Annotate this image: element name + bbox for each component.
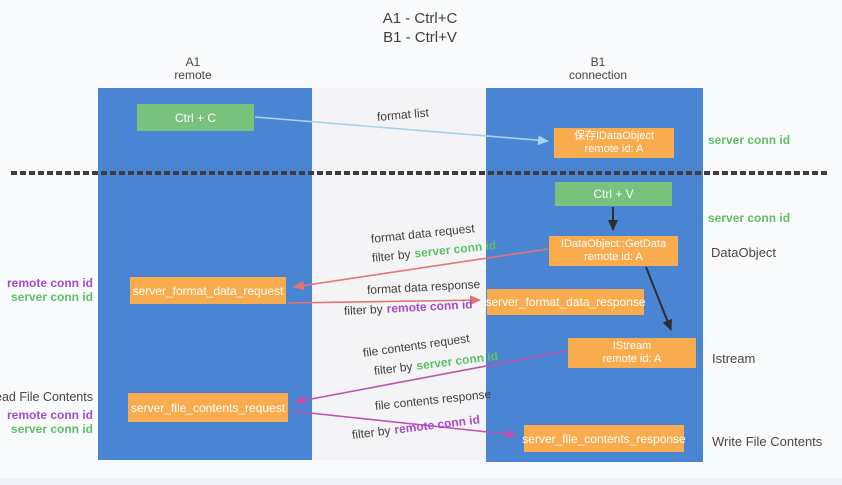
lane-b1-title: B1 — [590, 55, 606, 69]
node-idataobject-getdata-line2: remote id: A — [584, 251, 643, 263]
arrow-format-data-response — [287, 295, 481, 306]
node-istream-line2: remote id: A — [602, 353, 662, 365]
arrow-getdata-to-istream — [645, 266, 672, 331]
left-label-read-file-contents: Read File Contents — [0, 390, 93, 404]
lane-a1-subtitle: remote — [174, 68, 212, 82]
node-server-format-data-request: server_format_data_request — [130, 277, 286, 304]
inter-lane-strip — [312, 88, 486, 460]
diagram-title: A1 - Ctrl+C B1 - Ctrl+V — [330, 9, 510, 47]
arrow-file-contents-response — [290, 410, 517, 439]
left-remote-conn-id-1: remote conn id — [6, 276, 93, 290]
right-label-server-conn-id-1: server conn id — [708, 133, 791, 147]
node-server-file-contents-request: server_file_contents_request — [128, 393, 288, 422]
arrow-format-list — [254, 116, 549, 146]
node-save-idataobject-line2: remote id: A — [584, 143, 644, 155]
node-server-file-contents-response-label: server_file_contents_response — [522, 431, 686, 446]
right-label-write-file-contents: Write File Contents — [712, 434, 823, 449]
title-line-1: A1 - Ctrl+C — [382, 10, 458, 27]
arrow-format-data-request — [293, 248, 549, 291]
node-server-format-data-request-label: server_format_data_request — [132, 283, 284, 298]
right-label-server-conn-id-2: server conn id — [708, 211, 791, 225]
left-server-conn-id-2: server conn id — [10, 422, 93, 436]
filter-by-text: filter by — [343, 301, 384, 318]
left-label-conn-ids-1: remote conn id server conn id — [7, 276, 93, 304]
node-ctrl-v-label: Ctrl + V — [593, 187, 634, 201]
node-save-idataobject-line1: 保存IDataObject — [573, 130, 655, 142]
lane-a1-title: A1 — [185, 55, 201, 69]
node-server-format-data-response-label: server_format_data_response — [485, 295, 646, 309]
lane-header-a1-remote: A1 remote — [123, 56, 263, 82]
node-server-format-data-response: server_format_data_response — [485, 289, 646, 315]
node-server-file-contents-request-label: server_file_contents_request — [130, 400, 286, 415]
node-idataobject-getdata: IDataObject::GetData remote id: A — [549, 236, 678, 266]
node-ctrl-v: Ctrl + V — [555, 182, 672, 206]
node-ctrl-c-label: Ctrl + C — [174, 110, 216, 125]
arrow-file-contents-request — [294, 350, 567, 406]
node-istream-line1: IStream — [612, 340, 652, 352]
session-divider-dotted-line — [11, 171, 829, 175]
window-bottom-strip — [0, 478, 842, 485]
left-remote-conn-id-2: remote conn id — [6, 408, 93, 422]
title-line-2: B1 - Ctrl+V — [383, 29, 457, 46]
node-idataobject-getdata-line1: IDataObject::GetData — [560, 238, 667, 250]
node-server-file-contents-response: server_file_contents_response — [522, 425, 686, 452]
lane-header-b1-connection: B1 connection — [528, 56, 668, 82]
right-label-istream: Istream — [712, 351, 756, 366]
lane-b1-subtitle: connection — [568, 68, 628, 82]
node-istream: IStream remote id: A — [568, 338, 696, 368]
node-save-idataobject: 保存IDataObject remote id: A — [554, 128, 674, 158]
left-label-conn-ids-2: remote conn id server conn id — [7, 408, 93, 436]
right-label-dataobject: DataObject — [711, 245, 777, 260]
left-server-conn-id-1: server conn id — [10, 290, 93, 304]
node-ctrl-c: Ctrl + C — [137, 104, 254, 131]
